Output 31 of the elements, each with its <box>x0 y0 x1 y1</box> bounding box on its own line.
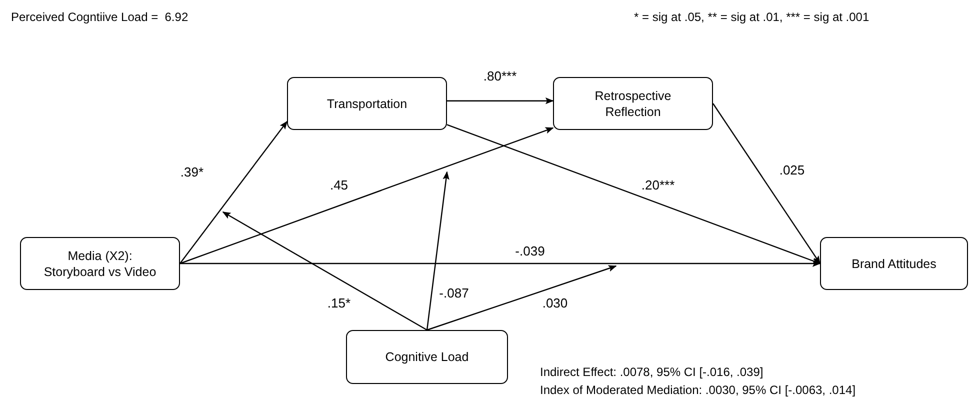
edge-label: .15* <box>326 296 352 310</box>
edge-label: .39* <box>179 164 205 180</box>
node-label: Transportation <box>326 96 408 112</box>
edge-label: .025 <box>778 162 806 178</box>
arrow <box>712 103 820 264</box>
edge-label: .80*** <box>482 68 518 84</box>
node-label: Media (X2): Storyboard vs Video <box>42 248 158 280</box>
note-text: Perceived Cogntiive Load = 6.92 <box>11 9 188 25</box>
arrow <box>426 265 617 331</box>
edge-label: .20*** <box>640 178 676 192</box>
note-text: Index of Moderated Mediation: .0030, 95% CI [-.0063, .014] <box>540 382 856 398</box>
arrow <box>180 127 554 264</box>
arrow <box>180 260 821 267</box>
edge-label: -.039 <box>514 244 546 258</box>
note-text: Indirect Effect: .0078, 95% CI [-.016, .039] <box>540 364 764 380</box>
node-label: Retrospective Reflection <box>594 88 672 120</box>
node-label: Brand Attitudes <box>852 256 936 272</box>
arrow <box>426 171 450 330</box>
process-box <box>553 77 713 130</box>
process-box <box>287 77 447 130</box>
node-label: Cognitive Load <box>385 349 469 365</box>
process-box <box>346 330 508 384</box>
edge-label: .45 <box>328 178 350 192</box>
arrow <box>447 98 554 104</box>
arrow <box>180 120 288 264</box>
edge-label: -.087 <box>438 286 470 300</box>
arrow <box>222 211 428 331</box>
note-text: * = sig at .05, ** = sig at .01, *** = sig at .001 <box>634 9 870 25</box>
process-box <box>20 237 180 290</box>
edge-label: .030 <box>541 296 569 310</box>
process-box <box>820 237 968 290</box>
